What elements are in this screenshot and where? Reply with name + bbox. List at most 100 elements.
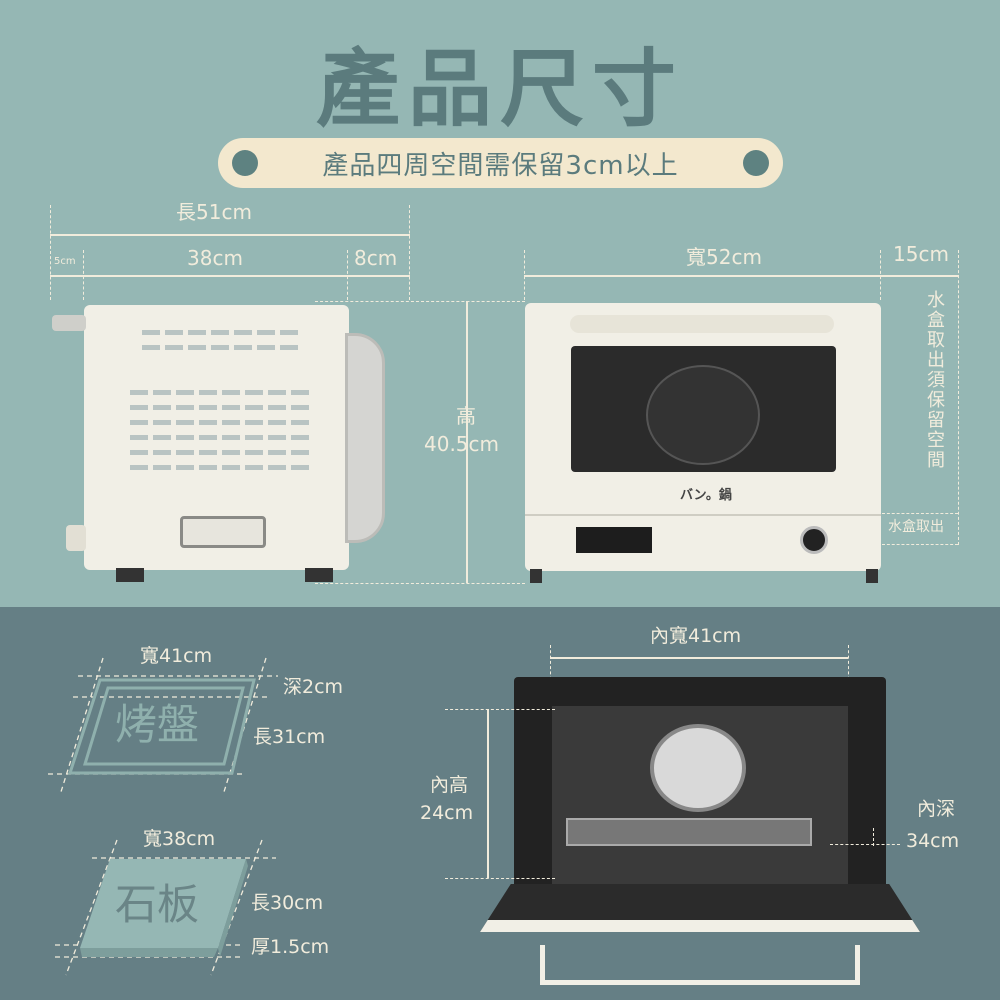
stone-thickness: 厚1.5cm: [251, 936, 330, 958]
door-handle-open[interactable]: [540, 945, 860, 985]
baking-tray: [566, 818, 812, 846]
pill-dot-right: [743, 150, 769, 176]
vent-slot: [291, 435, 309, 440]
vent-slot: [222, 405, 240, 410]
guide: [830, 844, 900, 845]
vent-slot: [130, 465, 148, 470]
guide: [550, 645, 551, 685]
vent-slot: [199, 405, 217, 410]
vent-slot: [153, 405, 171, 410]
vent-slot: [280, 345, 298, 350]
guide: [315, 583, 525, 584]
vent-slot: [257, 330, 275, 335]
vent-slot: [211, 330, 229, 335]
guide: [848, 645, 849, 685]
tray-depth: 深2cm: [283, 676, 344, 698]
vent-slot: [222, 420, 240, 425]
vent-slot: [176, 450, 194, 455]
guide: [882, 544, 958, 545]
vent-slot: [188, 330, 206, 335]
seg2-label: 38cm: [187, 246, 243, 270]
guide: [882, 513, 958, 514]
vent-slot: [268, 405, 286, 410]
guide: [409, 205, 410, 300]
vent-slot: [153, 465, 171, 470]
segment-line: [50, 275, 410, 277]
vent-slot: [291, 390, 309, 395]
inner-height-line: [487, 709, 489, 878]
vent-slot: [165, 330, 183, 335]
vent-slot: [165, 345, 183, 350]
vent-slot: [257, 345, 275, 350]
door-handle: [570, 315, 834, 333]
stone-name: 石板: [115, 880, 200, 929]
vent-slot: [130, 405, 148, 410]
vent-slot: [199, 390, 217, 395]
guide: [50, 205, 51, 300]
vent-slot: [153, 420, 171, 425]
width-label: 寬52cm: [686, 245, 762, 269]
vent-slot: [291, 450, 309, 455]
brand-logo: バン。鍋: [680, 488, 732, 503]
vent-slot: [245, 405, 263, 410]
notice-pill: 產品四周空間需保留3cm以上: [218, 138, 783, 188]
control-knob[interactable]: [800, 526, 828, 554]
foot: [305, 568, 333, 582]
vent-slot: [222, 465, 240, 470]
vent-slot: [280, 330, 298, 335]
vent-slot: [130, 420, 148, 425]
vent-slot: [211, 345, 229, 350]
vent-slot: [153, 390, 171, 395]
inner-depth-label: 內深: [917, 798, 956, 820]
vent-slot: [245, 390, 263, 395]
oven-door-open: [480, 884, 920, 932]
water-side-label: 水盒取出須保留空間: [924, 290, 945, 470]
inner-depth: 34cm: [906, 830, 960, 852]
vent-slot: [245, 435, 263, 440]
clearance-label: 15cm: [893, 242, 949, 266]
vent-slot: [234, 345, 252, 350]
guide: [958, 250, 959, 545]
vent-slot: [176, 390, 194, 395]
vent-slot: [268, 435, 286, 440]
inner-height-label: 內高: [430, 774, 469, 796]
vent-slot: [245, 465, 263, 470]
vent-slot: [268, 390, 286, 395]
seg1-label: 5cm: [54, 256, 76, 267]
inner-width: 內寬41cm: [650, 625, 742, 647]
vent-slot: [222, 390, 240, 395]
water-box-handle: [180, 516, 266, 548]
vent-slot: [291, 420, 309, 425]
vent-slot: [188, 345, 206, 350]
water-box-side: [66, 525, 86, 551]
stone-width: 寬38cm: [143, 828, 216, 850]
vent-slot: [176, 435, 194, 440]
tray-name: 烤盤: [115, 700, 200, 749]
width-line: [524, 275, 959, 277]
vent-slot: [245, 450, 263, 455]
vent-slot: [142, 345, 160, 350]
vent-slot: [176, 405, 194, 410]
foot: [866, 569, 878, 583]
vent-slot: [199, 420, 217, 425]
tray-length: 長31cm: [253, 726, 326, 748]
stone-length: 長30cm: [251, 892, 324, 914]
vent-slot: [130, 450, 148, 455]
vent-slot: [268, 420, 286, 425]
height-value: 40.5cm: [424, 432, 500, 456]
vent-slot: [245, 420, 263, 425]
vent-slot: [153, 435, 171, 440]
vent-slot: [176, 420, 194, 425]
vent-slot: [153, 450, 171, 455]
guide: [445, 709, 555, 710]
notice-text: 產品四周空間需保留3cm以上: [322, 150, 679, 181]
seg3-label: 8cm: [354, 246, 398, 270]
inner-height: 24cm: [420, 802, 474, 824]
guide: [873, 828, 874, 846]
inner-width-line: [550, 657, 848, 659]
foot: [116, 568, 144, 582]
tray-width: 寬41cm: [140, 645, 213, 667]
vent-slot: [268, 465, 286, 470]
